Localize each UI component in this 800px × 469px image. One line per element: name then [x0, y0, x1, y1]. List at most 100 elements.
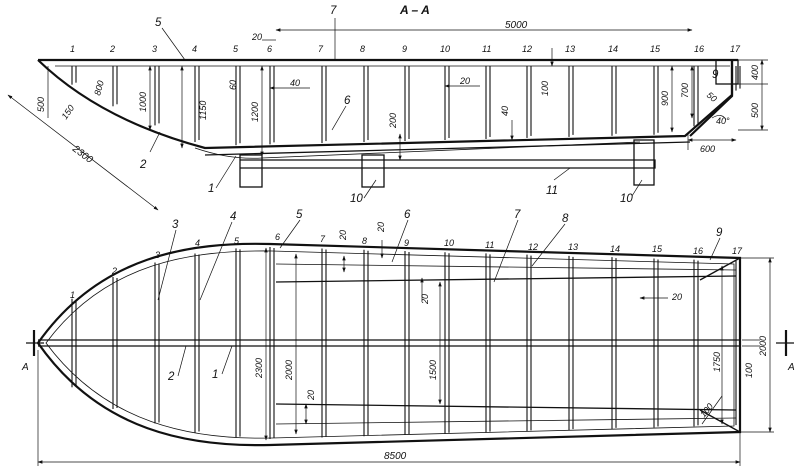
- side-part-callouts: 5 7 6 2 1 10 11 10 9: [139, 5, 719, 205]
- frame-number: 9: [402, 44, 407, 54]
- frame-number: 11: [485, 240, 494, 250]
- dim-label: 20: [376, 222, 386, 233]
- dim-label: 1000: [138, 92, 148, 112]
- part-callout: 5: [296, 209, 303, 221]
- section-marker-left: A: [21, 330, 44, 373]
- part-callout: 8: [562, 213, 569, 225]
- plan-stringer: [275, 275, 737, 283]
- plan-hull-inner: [45, 250, 735, 439]
- frame-number: 8: [360, 44, 365, 54]
- dim-label: 600: [700, 144, 715, 154]
- dim-label: 2300: [69, 143, 95, 166]
- side-frame-numbers: 1 2 3 4 5 6 7 8 9 10 11 12 13 14 15 16 1…: [70, 44, 741, 54]
- part-callout: 9: [712, 69, 719, 81]
- frame-number: 5: [234, 236, 240, 246]
- frame-number: 14: [610, 244, 620, 254]
- plan-transom-brace: [699, 257, 741, 281]
- part-callout: 7: [330, 5, 337, 17]
- dim-label: 700: [680, 83, 690, 98]
- frame-number: 17: [732, 246, 743, 256]
- plan-hull-outline: [36, 242, 742, 447]
- dim-label: 40: [500, 106, 510, 116]
- side-cradle-beam: [240, 159, 656, 169]
- dim-label: 500: [750, 103, 760, 118]
- part-callout: 6: [344, 95, 351, 107]
- frame-number: 6: [275, 232, 280, 242]
- section-title: A – A: [399, 3, 430, 17]
- part-callout: 11: [546, 185, 558, 197]
- frame-number: 14: [608, 44, 618, 54]
- section-marker-right: A: [776, 330, 795, 373]
- dim-label: 1750: [712, 352, 722, 372]
- dim-label: 8500: [384, 451, 407, 462]
- part-callout: 1: [208, 183, 214, 195]
- frame-number: 10: [440, 44, 450, 54]
- frame-number: 10: [444, 238, 454, 248]
- frame-number: 12: [522, 44, 532, 54]
- part-callout: 2: [167, 371, 175, 383]
- dim-label: 800: [92, 79, 106, 96]
- plan-stringer: [275, 263, 737, 271]
- side-view: 1 2 3 4 5 6 7 8 9 10 11 12 13 14 15 16 1…: [7, 5, 768, 211]
- side-cradle-block-1: [239, 154, 263, 188]
- dim-label: 100: [744, 363, 754, 378]
- frame-number: 1: [70, 290, 75, 300]
- frame-number: 3: [152, 44, 157, 54]
- dim-label: 1500: [428, 360, 438, 380]
- plan-view: A A 1 2 3 4 5 6 7 8 9 10 11 12 13 14 15 …: [21, 209, 795, 466]
- dim-label: 1200: [250, 102, 260, 122]
- part-callout: 7: [514, 209, 521, 221]
- plan-frame-numbers: 1 2 3 4 5 6 7 8 9 10 11 12 13 14 15 16 1…: [70, 232, 743, 300]
- dim-label: 60: [228, 80, 238, 90]
- dim-label: 2000: [284, 360, 294, 381]
- part-callout: 4: [230, 211, 236, 223]
- frame-number: 16: [694, 44, 704, 54]
- side-transom: [689, 60, 734, 137]
- part-callout: 10: [350, 193, 363, 205]
- part-callout: 2: [139, 159, 147, 171]
- plan-transom-brace: [699, 409, 741, 433]
- frame-number: 16: [693, 246, 703, 256]
- part-callout: 10: [620, 193, 633, 205]
- frame-number: 11: [482, 44, 491, 54]
- dim-label: 2300: [254, 358, 264, 379]
- frame-number: 3: [155, 250, 160, 260]
- frame-number: 5: [233, 44, 239, 54]
- dim-label: 900: [660, 91, 670, 106]
- plan-stringer: [275, 417, 737, 425]
- dim-label: 5000: [505, 20, 528, 31]
- dim-label: 400: [750, 65, 760, 80]
- dim-label: 1150: [198, 101, 208, 120]
- frame-number: 7: [318, 44, 324, 54]
- dim-label: 20: [338, 230, 348, 241]
- frame-number: 1: [70, 44, 75, 54]
- side-keel-inner: [204, 141, 691, 156]
- dim-label: 20: [306, 390, 316, 401]
- side-frames: [71, 66, 741, 146]
- dim-label: 50: [705, 90, 719, 104]
- dim-label: 40: [290, 78, 300, 88]
- dim-label: 2000: [758, 336, 768, 357]
- side-cradle-block-2: [361, 154, 385, 188]
- frame-number: 13: [568, 242, 578, 252]
- frame-number: 8: [362, 236, 367, 246]
- side-transom-box: [715, 59, 739, 85]
- side-cradle-block-3: [633, 139, 655, 186]
- frame-number: 2: [109, 44, 115, 54]
- frame-number: 6: [267, 44, 272, 54]
- frame-number: 7: [320, 234, 326, 244]
- plan-stringer: [275, 403, 737, 411]
- dim-label: 20: [671, 292, 682, 302]
- part-callout: 5: [155, 17, 162, 29]
- section-letter: A: [21, 362, 29, 373]
- dim-label: 40°: [716, 116, 730, 126]
- frame-number: 9: [404, 238, 409, 248]
- part-callout: 6: [404, 209, 411, 221]
- plan-part-callouts: 3 4 5 6 7 8 9 2 1: [157, 209, 723, 383]
- frame-number: 2: [111, 266, 117, 276]
- frame-number: 17: [730, 44, 741, 54]
- part-callout: 3: [172, 219, 179, 231]
- frame-number: 4: [195, 238, 200, 248]
- dim-label: 500: [36, 97, 46, 112]
